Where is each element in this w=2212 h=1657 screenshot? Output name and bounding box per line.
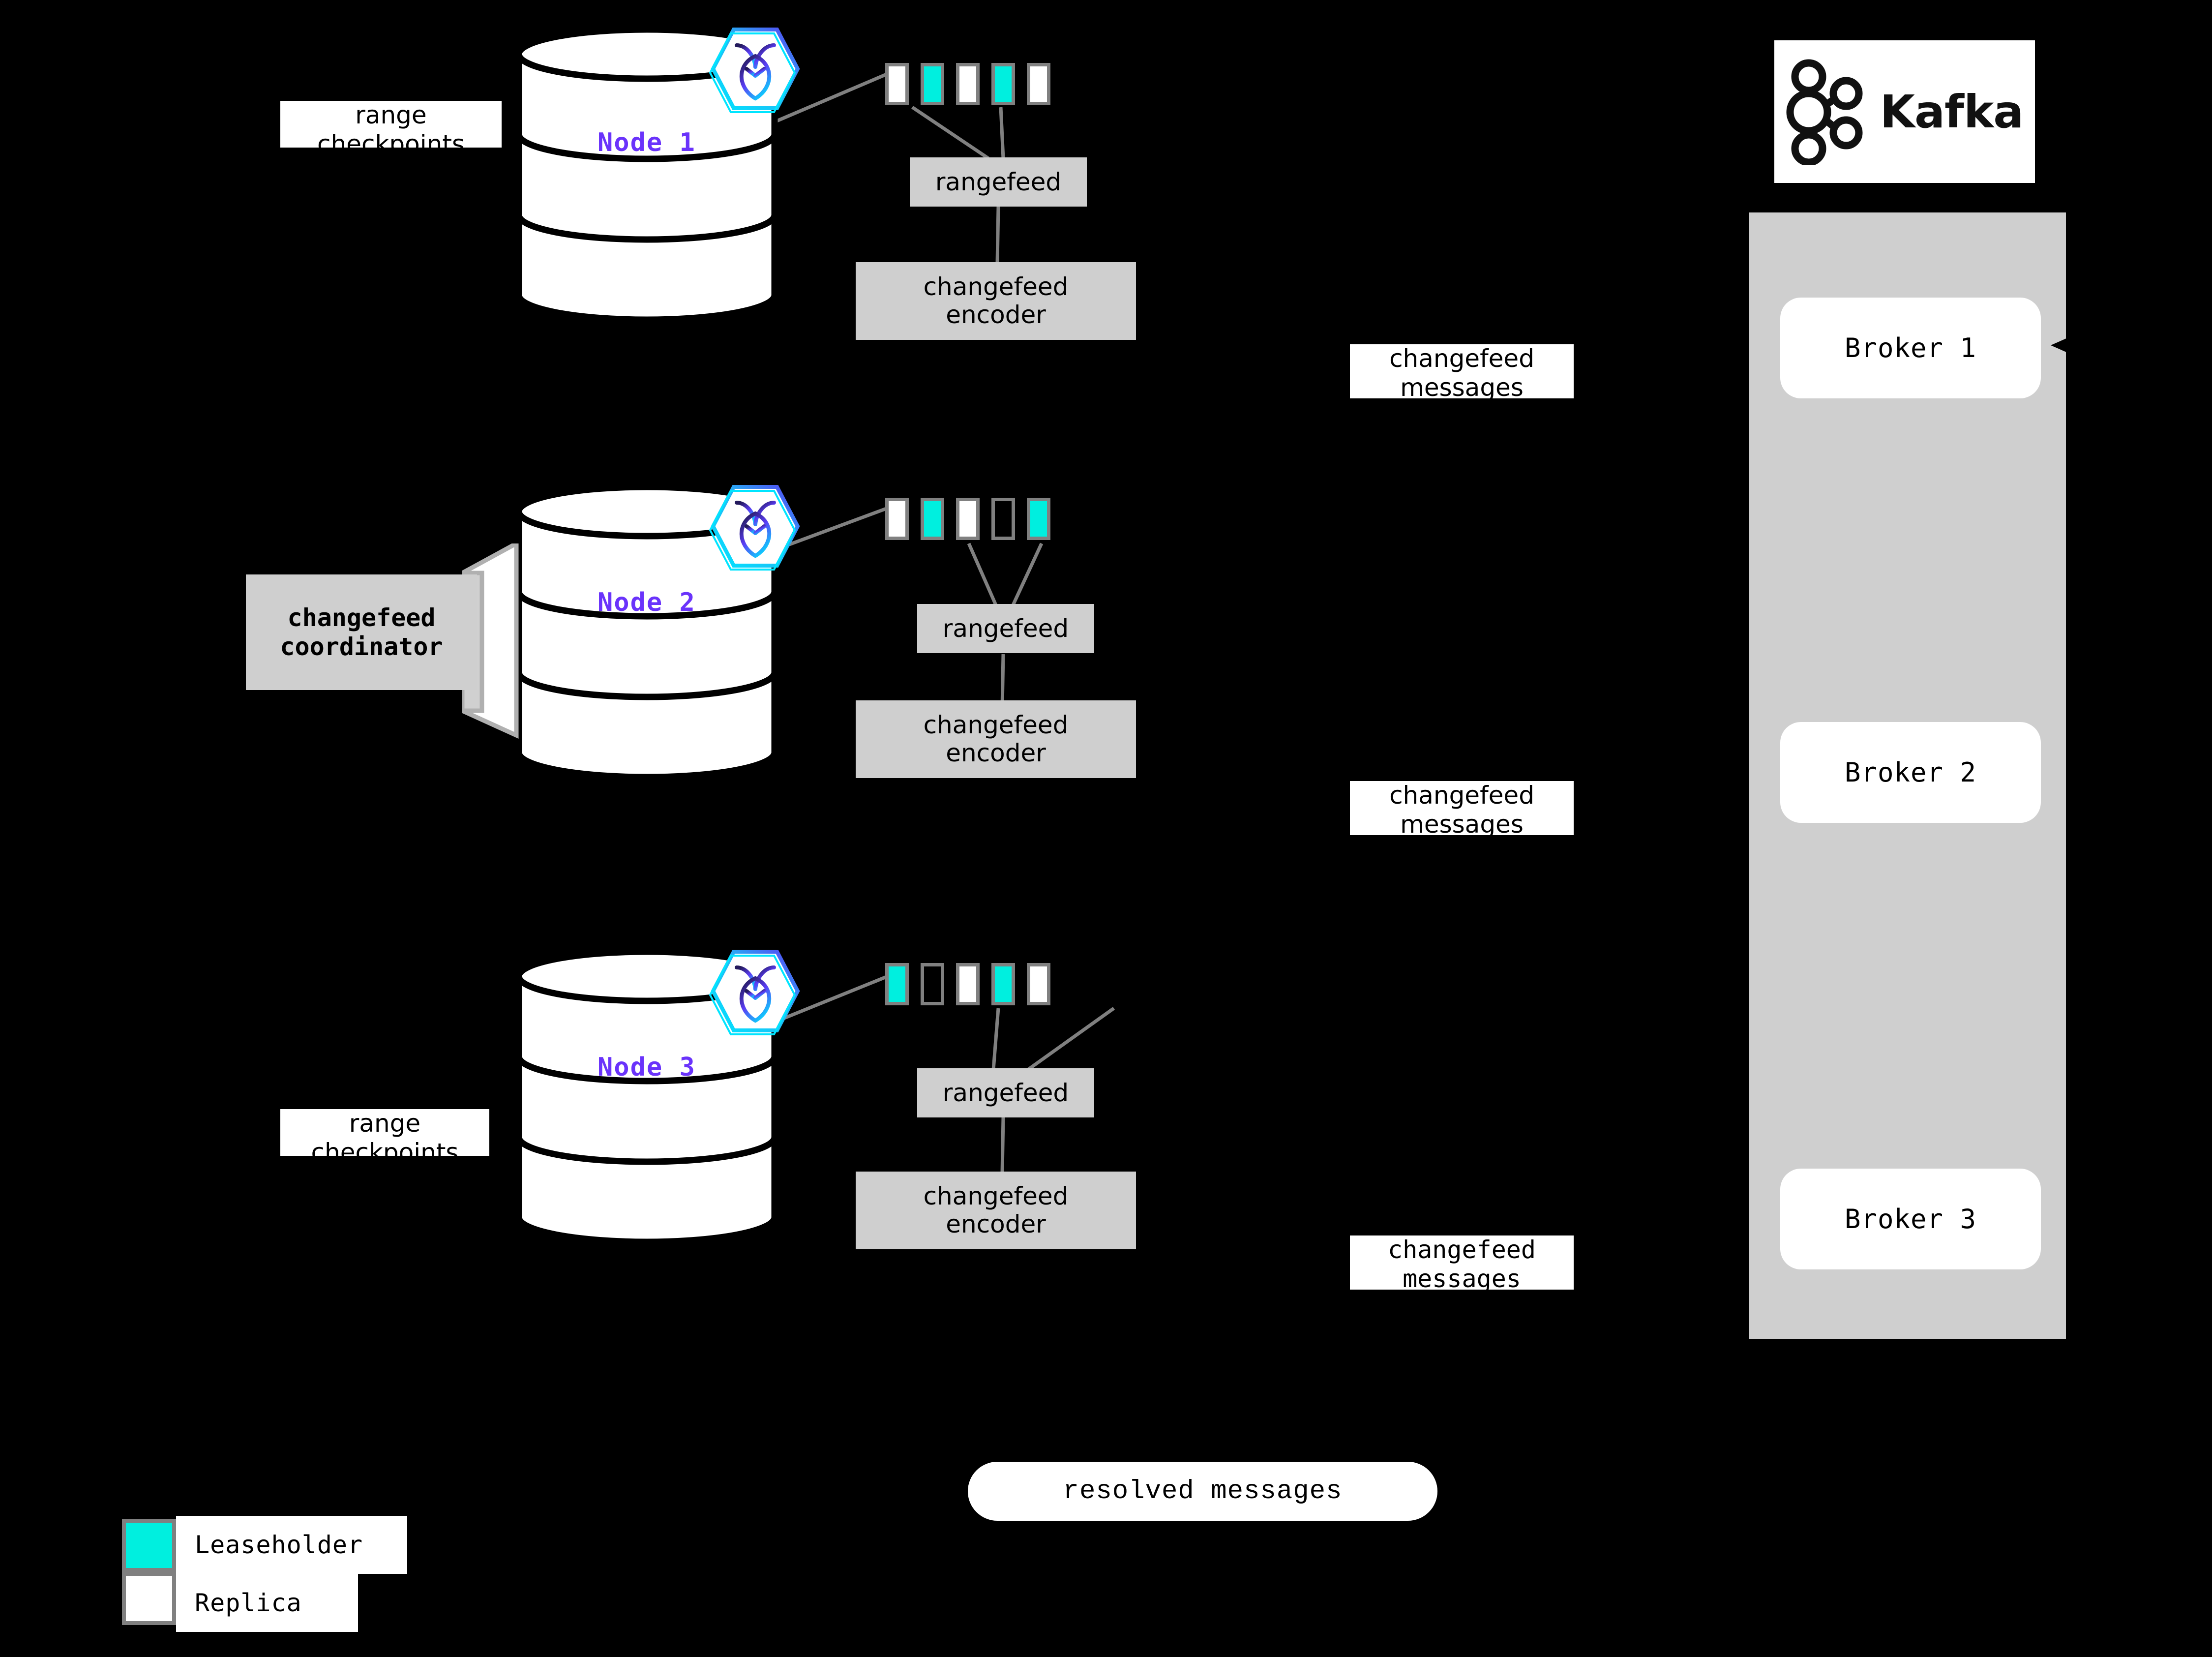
range-box[interactable] — [1027, 498, 1050, 540]
changefeed-messages-label-2: changefeed messages — [1350, 781, 1574, 839]
node-cylinder-1 — [514, 26, 779, 323]
msg-line-1: changefeed — [1389, 344, 1534, 373]
msg-line-2: messages — [1400, 373, 1524, 402]
coordinator-line-2: coordinator — [280, 632, 443, 661]
msg-line-1: changefeed — [1389, 781, 1534, 810]
legend-swatch-replica — [122, 1572, 176, 1625]
node-cylinder-2 — [514, 483, 779, 781]
range-box[interactable] — [885, 963, 909, 1005]
msg-line-2: messages — [1403, 1265, 1521, 1293]
changefeed-messages-label-3: changefeed messages — [1350, 1235, 1574, 1293]
range-checkpoints-line-2: checkpoints — [317, 130, 465, 158]
changefeed-coordinator-box[interactable]: changefeed coordinator — [246, 574, 477, 690]
msg-line-1: changefeed — [1387, 1235, 1536, 1264]
range-box[interactable] — [991, 63, 1015, 105]
range-box[interactable] — [885, 498, 909, 540]
kafka-mark-icon — [1786, 59, 1863, 165]
rangefeed-box-3[interactable]: rangefeed — [917, 1068, 1094, 1117]
msg-line-2: messages — [1400, 810, 1524, 839]
rangefeed-box-1[interactable]: rangefeed — [910, 157, 1087, 207]
arrowhead-into-broker-1 — [2051, 334, 2075, 356]
range-checkpoints-label-3: range checkpoints — [280, 1109, 489, 1167]
rangefeed-box-2[interactable]: rangefeed — [917, 604, 1094, 653]
range-box[interactable] — [921, 498, 944, 540]
changefeed-encoder-box-2[interactable]: changefeed encoder — [856, 700, 1136, 778]
node-label-3: Node 3 — [598, 1053, 696, 1082]
range-checkpoints-line-2: checkpoints — [311, 1138, 459, 1167]
legend-label-leaseholder: Leaseholder — [176, 1516, 407, 1574]
range-box[interactable] — [885, 63, 909, 105]
encoder-line-2: encoder — [946, 1210, 1046, 1238]
range-row-1 — [885, 63, 1062, 105]
resolved-messages-pill: resolved messages — [968, 1462, 1437, 1521]
legend-swatch-leaseholder — [122, 1519, 176, 1572]
node-label-1: Node 1 — [598, 128, 696, 157]
range-box[interactable] — [991, 963, 1015, 1005]
cockroachdb-hexagon-logo — [708, 24, 802, 117]
broker-1[interactable]: Broker 1 — [1780, 298, 2041, 398]
range-box[interactable] — [921, 963, 944, 1005]
broker-2[interactable]: Broker 2 — [1780, 722, 2041, 823]
encoder-line-2: encoder — [946, 739, 1046, 767]
range-checkpoints-label-1: range checkpoints — [280, 101, 502, 158]
range-box[interactable] — [956, 63, 980, 105]
kafka-logo: Kafka — [1774, 40, 2035, 183]
encoder-line-1: changefeed — [923, 711, 1069, 739]
range-box[interactable] — [1027, 963, 1050, 1005]
range-row-3 — [885, 963, 1062, 1005]
range-box[interactable] — [921, 63, 944, 105]
range-box[interactable] — [956, 498, 980, 540]
range-checkpoints-line-1: range — [349, 1109, 421, 1138]
broker-3[interactable]: Broker 3 — [1780, 1169, 2041, 1269]
encoder-line-2: encoder — [946, 301, 1046, 329]
changefeed-messages-label-1: changefeed messages — [1350, 344, 1574, 402]
coordinator-line-1: changefeed — [287, 603, 436, 632]
range-row-2 — [885, 498, 1062, 540]
range-box[interactable] — [991, 498, 1015, 540]
cockroachdb-hexagon-logo — [708, 946, 802, 1039]
changefeed-encoder-box-1[interactable]: changefeed encoder — [856, 262, 1136, 340]
range-checkpoints-line-1: range — [355, 101, 427, 129]
changefeed-encoder-box-3[interactable]: changefeed encoder — [856, 1172, 1136, 1249]
node-cylinder-3 — [514, 948, 779, 1245]
node-label-2: Node 2 — [598, 588, 696, 617]
encoder-line-1: changefeed — [923, 272, 1069, 301]
legend-label-replica: Replica — [176, 1574, 358, 1632]
cockroachdb-hexagon-logo — [708, 481, 802, 574]
range-box[interactable] — [956, 963, 980, 1005]
encoder-line-1: changefeed — [923, 1182, 1069, 1210]
kafka-wordmark: Kafka — [1880, 85, 2024, 138]
range-box[interactable] — [1027, 63, 1050, 105]
